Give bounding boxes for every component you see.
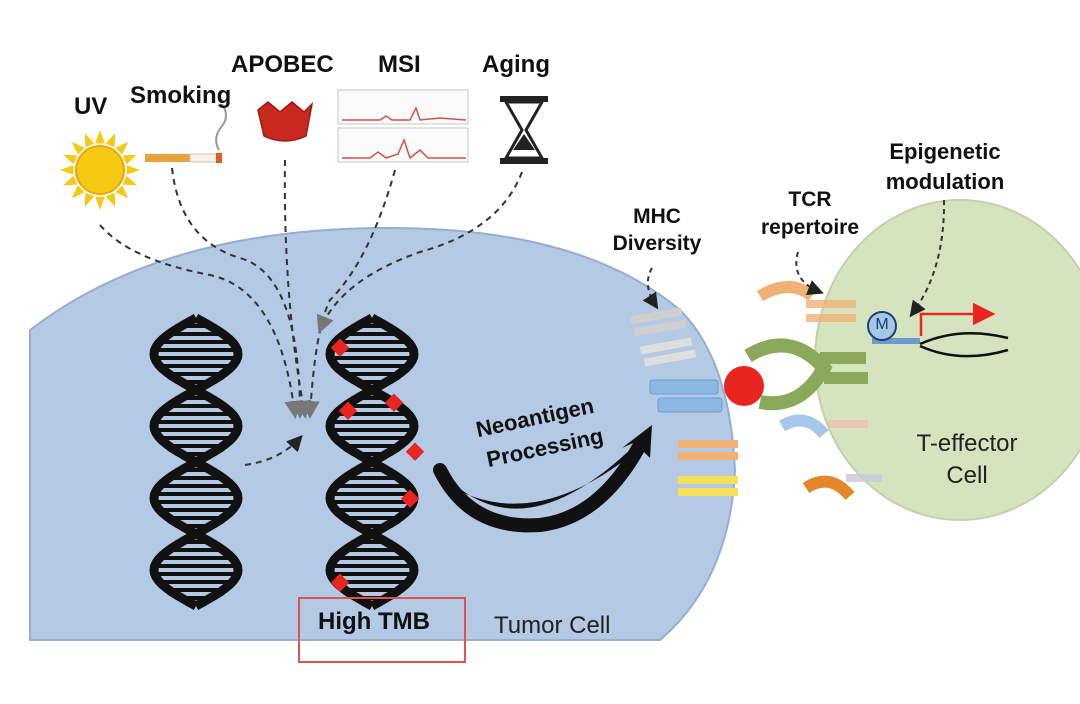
sun-ray bbox=[84, 133, 95, 148]
label-epigenetic-1: Epigenetic bbox=[889, 139, 1001, 164]
label-smoking: Smoking bbox=[130, 82, 232, 109]
high-tmb-highlight-box bbox=[298, 597, 466, 663]
label-tumor-cell: Tumor Cell bbox=[494, 612, 611, 639]
apobec-enzyme-icon bbox=[257, 101, 314, 142]
msi-trace-icon bbox=[337, 89, 469, 163]
mutation-marker bbox=[405, 442, 425, 461]
dna-strand bbox=[149, 314, 243, 610]
sun-ray bbox=[95, 130, 105, 144]
label-tcr-1: TCR bbox=[788, 188, 832, 211]
mutation-markers bbox=[330, 338, 425, 592]
mutation-marker bbox=[384, 393, 404, 412]
sun-ray bbox=[60, 165, 74, 175]
epigenetic-module bbox=[872, 302, 1009, 358]
sun-ray bbox=[63, 175, 78, 186]
tcr-pointer-arrow bbox=[795, 251, 824, 295]
label-apobec: APOBEC bbox=[231, 51, 334, 78]
label-teffector-2: Cell bbox=[946, 462, 988, 489]
label-uv: UV bbox=[74, 93, 108, 120]
sun-ray bbox=[63, 154, 78, 165]
label-aging: Aging bbox=[482, 51, 550, 78]
tumor-cell bbox=[29, 226, 737, 641]
tcr-receptors bbox=[744, 281, 882, 501]
methyl-marker bbox=[867, 311, 897, 341]
dna-helix-mutated bbox=[325, 314, 419, 610]
label-teffector-1: T-effector bbox=[916, 430, 1018, 457]
neoantigen-peptide bbox=[724, 366, 764, 406]
dna-helix-normal bbox=[149, 314, 243, 610]
hourglass-icon bbox=[500, 96, 548, 164]
sun-ray bbox=[122, 175, 137, 186]
label-mhc-diversity-1: MHC bbox=[633, 205, 681, 228]
sun-ray bbox=[84, 192, 95, 207]
mhc-molecules bbox=[629, 307, 738, 496]
sun-ray bbox=[115, 185, 129, 199]
label-high-tmb: High TMB bbox=[318, 608, 430, 635]
mhc-pointer-arrow bbox=[642, 267, 659, 310]
label-epigenetic-2: modulation bbox=[885, 169, 1005, 194]
epigenetic-pointer-arrow bbox=[909, 199, 946, 318]
mutation-marker bbox=[400, 489, 420, 508]
sun-ray bbox=[105, 133, 116, 148]
dna-strand bbox=[325, 314, 419, 610]
mutation-marker bbox=[338, 401, 358, 420]
label-methyl: M bbox=[875, 316, 889, 333]
sun-ray bbox=[105, 192, 116, 207]
mutation-marker bbox=[330, 573, 350, 592]
sun-ray bbox=[115, 141, 129, 155]
sun-ray bbox=[126, 165, 140, 175]
sun-icon bbox=[60, 130, 140, 210]
cigarette-icon bbox=[145, 103, 227, 163]
source-arrows bbox=[99, 159, 523, 466]
sun-ray bbox=[122, 154, 137, 165]
label-tcr-2: repertoire bbox=[760, 216, 860, 239]
sun-ray bbox=[71, 141, 85, 155]
label-msi: MSI bbox=[378, 51, 421, 78]
label-mhc-diversity-2: Diversity bbox=[612, 232, 702, 255]
sun-ray bbox=[71, 185, 85, 199]
mutation-marker bbox=[330, 338, 350, 357]
sun-ray bbox=[95, 196, 105, 210]
